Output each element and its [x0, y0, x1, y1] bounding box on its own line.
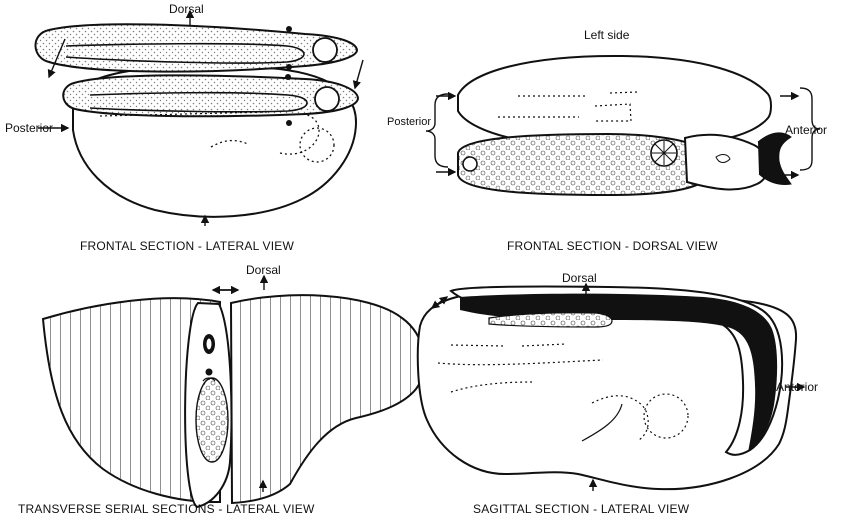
- panel-3-dorsal-label: Dorsal: [246, 264, 281, 276]
- panel-frontal-lateral: [35, 11, 363, 226]
- panel-2-caption: FRONTAL SECTION - DORSAL VIEW: [507, 240, 718, 252]
- upper-lateral-section: [35, 24, 357, 71]
- upper-head-circle: [313, 38, 337, 62]
- panel-sagittal: [418, 284, 804, 491]
- panel-1-posterior-label: Posterior: [5, 122, 53, 134]
- lower-head-circle: [315, 87, 339, 111]
- panel-transverse: [43, 276, 424, 507]
- panel-1-caption: FRONTAL SECTION - LATERAL VIEW: [80, 240, 294, 252]
- panel-4-caption: SAGITTAL SECTION - LATERAL VIEW: [473, 503, 689, 515]
- panel-2-anterior-label: Anterior: [785, 124, 827, 136]
- panel-3-caption: TRANSVERSE SERIAL SECTIONS - LATERAL VIE…: [18, 503, 315, 515]
- lower-lateral-section: [63, 75, 358, 116]
- panel-4-anterior-label: Anterior: [776, 381, 818, 393]
- panel-2-posterior-label: Posterior: [387, 116, 429, 129]
- panel-1-dorsal-label: Dorsal: [169, 3, 204, 15]
- panel-4-dorsal-label: Dorsal: [562, 272, 597, 284]
- panel-frontal-dorsal: [426, 56, 820, 195]
- transverse-right-half: [231, 295, 424, 503]
- panel-2-left-side-label: Left side: [584, 29, 629, 41]
